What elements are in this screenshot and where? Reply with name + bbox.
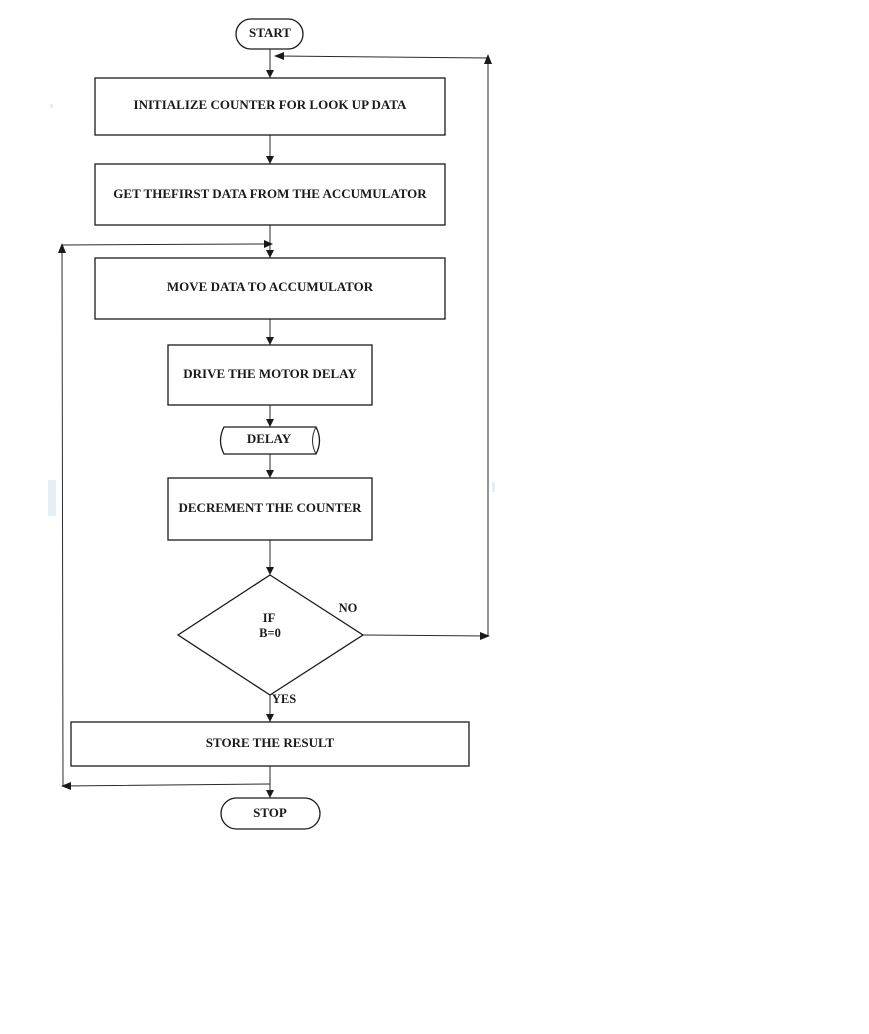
process-get-first: GET THEFIRST DATA FROM THE ACCUMULATOR: [94, 163, 446, 226]
process-initialize: INITIALIZE COUNTER FOR LOOK UP DATA: [94, 77, 446, 136]
process-move: MOVE DATA TO ACCUMULATOR: [94, 257, 446, 320]
start-label: START: [249, 25, 291, 40]
arrowhead-store: [266, 714, 274, 722]
stop-label: STOP: [253, 805, 287, 820]
process-move-label: MOVE DATA TO ACCUMULATOR: [167, 279, 374, 294]
arrowhead-no-loop-up: [484, 54, 492, 64]
arrowhead-get-first: [266, 156, 274, 164]
decision-line-1: IF: [263, 611, 276, 625]
decision-line-2: B=0: [259, 626, 281, 640]
start-terminator: START: [235, 18, 304, 50]
arrowhead-move: [266, 250, 274, 258]
scan-artifact-right: [492, 482, 495, 492]
connector-no-loop: [277, 55, 489, 637]
process-get-first-label: GET THEFIRST DATA FROM THE ACCUMULATOR: [113, 186, 427, 201]
decision-diamond: IF B=0: [176, 574, 365, 696]
process-drive-label: DRIVE THE MOTOR DELAY: [183, 366, 357, 381]
arrowhead-initialize: [266, 70, 274, 78]
scan-artifact-left: [48, 480, 56, 516]
process-decrement: DECREMENT THE COUNTER: [167, 477, 373, 541]
process-store: STORE THE RESULT: [70, 721, 470, 767]
process-decrement-label: DECREMENT THE COUNTER: [179, 500, 363, 515]
decision-no-label: NO: [339, 601, 358, 615]
arrowhead-decision: [266, 567, 274, 575]
arrowhead-drive: [266, 337, 274, 345]
stop-terminator: STOP: [220, 797, 321, 830]
arrowhead-left-loop-left: [61, 782, 71, 790]
decision-yes-label: YES: [272, 692, 296, 706]
process-initialize-label: INITIALIZE COUNTER FOR LOOK UP DATA: [134, 97, 408, 112]
arrowhead-left-loop-up: [58, 243, 66, 253]
arrowhead-left-loop-right: [264, 240, 273, 248]
arrowhead-decrement: [266, 470, 274, 478]
connector-left-loop: [61, 243, 271, 787]
delay-shape: DELAY: [219, 426, 321, 455]
arrowhead-no-loop-left: [274, 52, 284, 60]
connectors: [58, 49, 492, 798]
scan-artifact-left-top: [50, 104, 53, 108]
arrowhead-stop: [266, 790, 274, 798]
process-drive: DRIVE THE MOTOR DELAY: [167, 344, 373, 406]
arrowhead-no-loop-right: [480, 632, 490, 640]
delay-label: DELAY: [247, 431, 292, 446]
arrowhead-delay: [266, 419, 274, 427]
process-store-label: STORE THE RESULT: [206, 735, 335, 750]
